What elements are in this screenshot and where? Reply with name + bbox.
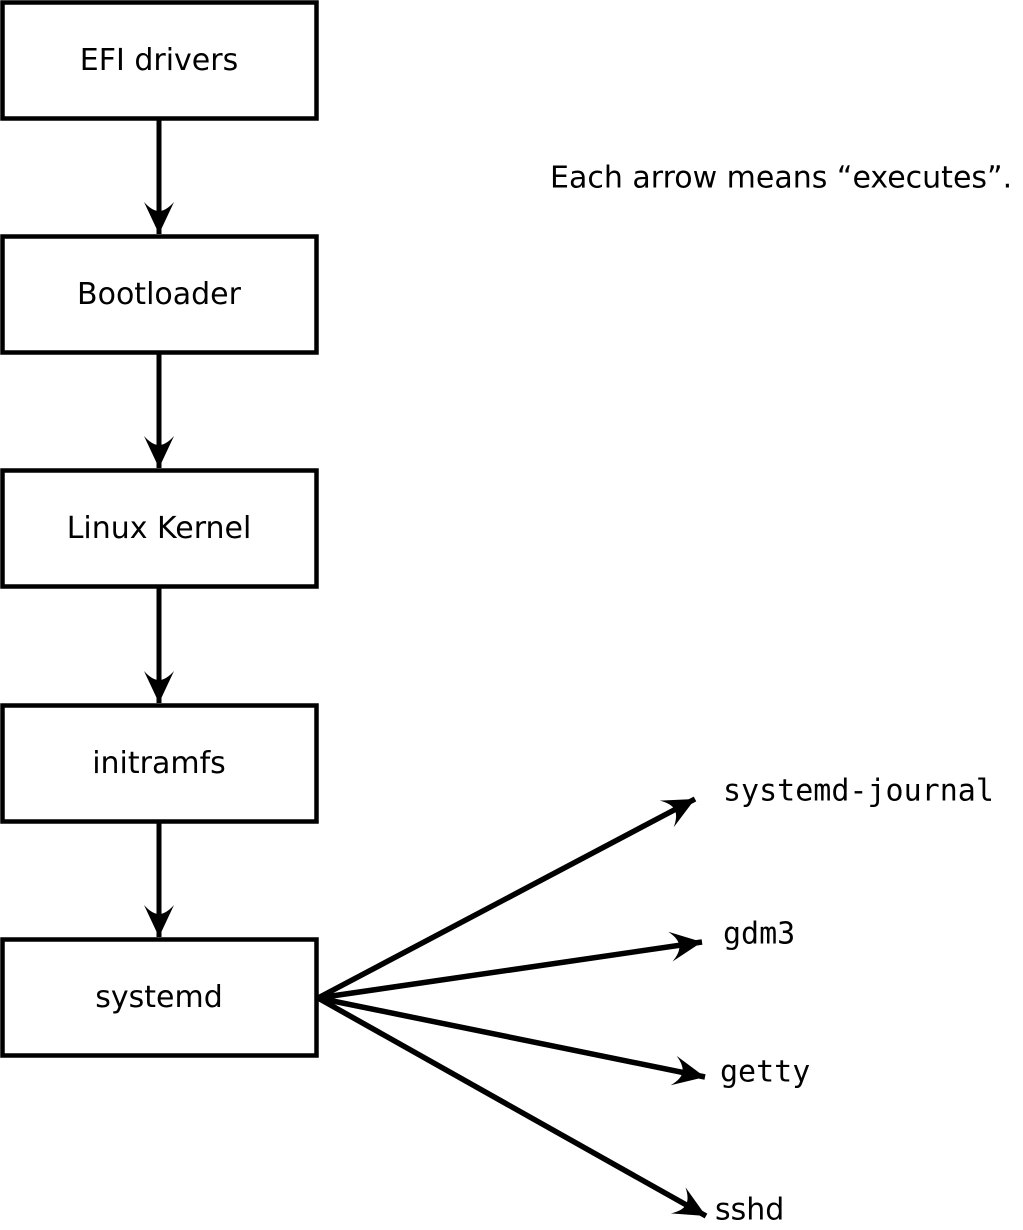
gdm3-label: gdm3 [723, 917, 795, 952]
linux-kernel-label: Linux Kernel [67, 511, 252, 546]
arrow-systemd-to-getty [317, 995, 706, 1086]
sshd-label: sshd [715, 1193, 784, 1228]
efi-drivers-box [0, 0, 319, 121]
systemd-label: systemd [95, 980, 223, 1015]
arrow-systemd-to-systemd-journal [316, 796, 697, 1001]
arrow-meaning-note: Each arrow means “executes”. [550, 161, 1012, 196]
systemd-journal-label: systemd-journal [723, 774, 994, 809]
efi-drivers-label: EFI drivers [80, 43, 238, 78]
bootloader-box [0, 234, 319, 355]
boot-chain: EFI drivers Bootloader Linux Kernel init… [0, 0, 319, 1058]
arrow-systemd-to-gdm3 [317, 931, 703, 1001]
systemd-box [0, 937, 319, 1058]
spawn-arrows [316, 796, 708, 1219]
initramfs-label: initramfs [92, 746, 226, 781]
bootloader-label: Bootloader [77, 277, 242, 312]
spawn-labels: systemd-journal gdm3 getty sshd [715, 774, 994, 1228]
getty-label: getty [720, 1055, 810, 1090]
arrow-systemd-to-sshd [316, 995, 708, 1219]
initramfs-box [0, 703, 319, 824]
linux-kernel-box [0, 468, 319, 589]
